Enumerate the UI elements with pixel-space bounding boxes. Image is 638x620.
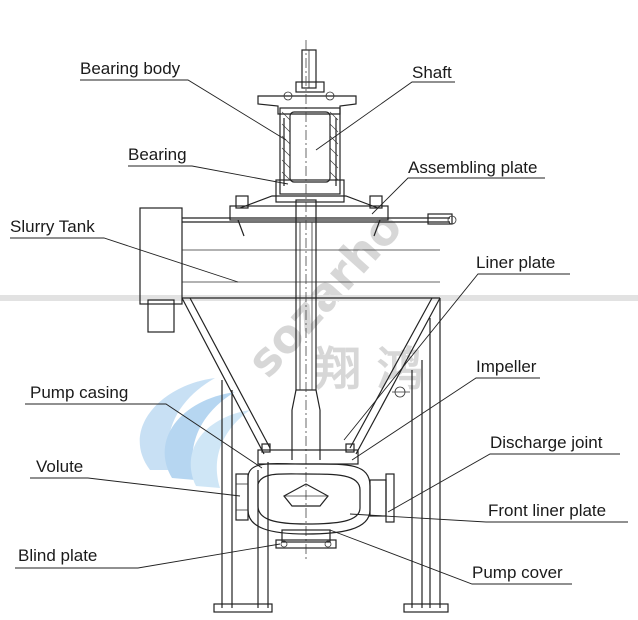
label-bearing: Bearing	[128, 145, 187, 164]
label-blind-plate: Blind plate	[18, 546, 97, 565]
label-volute: Volute	[36, 457, 83, 476]
shaft-top	[295, 49, 325, 93]
label-impeller: Impeller	[476, 357, 537, 376]
bearing-body	[257, 91, 357, 203]
label-shaft: Shaft	[412, 63, 452, 82]
label-front-liner-plate: Front liner plate	[488, 501, 606, 520]
watermark-logo-icon	[139, 378, 250, 488]
label-pump-casing: Pump casing	[30, 383, 128, 402]
watermark-chinese: 翔 鸿	[315, 342, 423, 396]
label-liner-plate: Liner plate	[476, 253, 555, 272]
shaft	[291, 40, 321, 560]
label-pump-cover: Pump cover	[472, 563, 563, 582]
label-slurry-tank: Slurry Tank	[10, 217, 95, 236]
label-bearing-body: Bearing body	[80, 59, 181, 78]
pump-casing	[235, 443, 395, 549]
leader-lines	[10, 79, 628, 585]
svg-text:翔 鸿: 翔 鸿	[315, 342, 423, 396]
label-assembling-plate: Assembling plate	[408, 158, 537, 177]
label-discharge-joint: Discharge joint	[490, 433, 603, 452]
assembling-plate	[229, 195, 389, 237]
